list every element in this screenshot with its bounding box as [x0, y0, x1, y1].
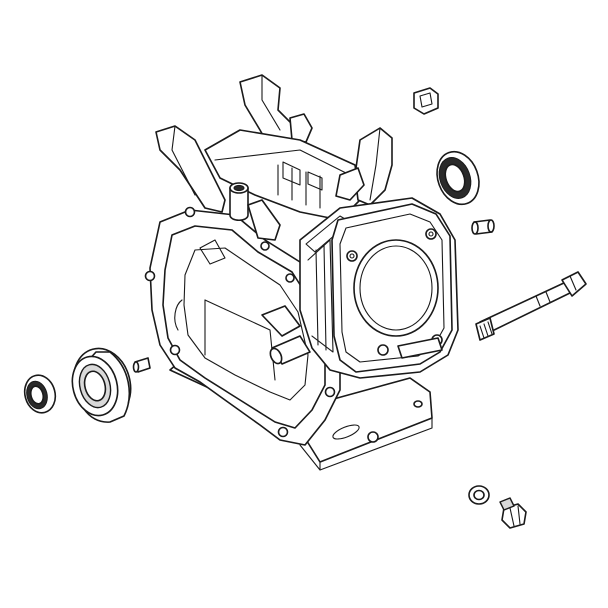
- shaft-icon: [475, 271, 587, 341]
- washer-icon: [468, 485, 490, 505]
- oil-seal-upper-icon: [436, 150, 480, 206]
- bearing-large-icon: [71, 347, 132, 423]
- dowel-pin-right-icon: [471, 219, 495, 235]
- dowel-pin-left-icon: [132, 357, 151, 373]
- plug-cap-icon: [413, 87, 439, 115]
- crankcase-icon: [144, 74, 433, 471]
- oil-seal-small-icon: [23, 374, 57, 414]
- drain-bolt-icon: [499, 497, 527, 529]
- cylinder-bore-icon: [299, 197, 459, 379]
